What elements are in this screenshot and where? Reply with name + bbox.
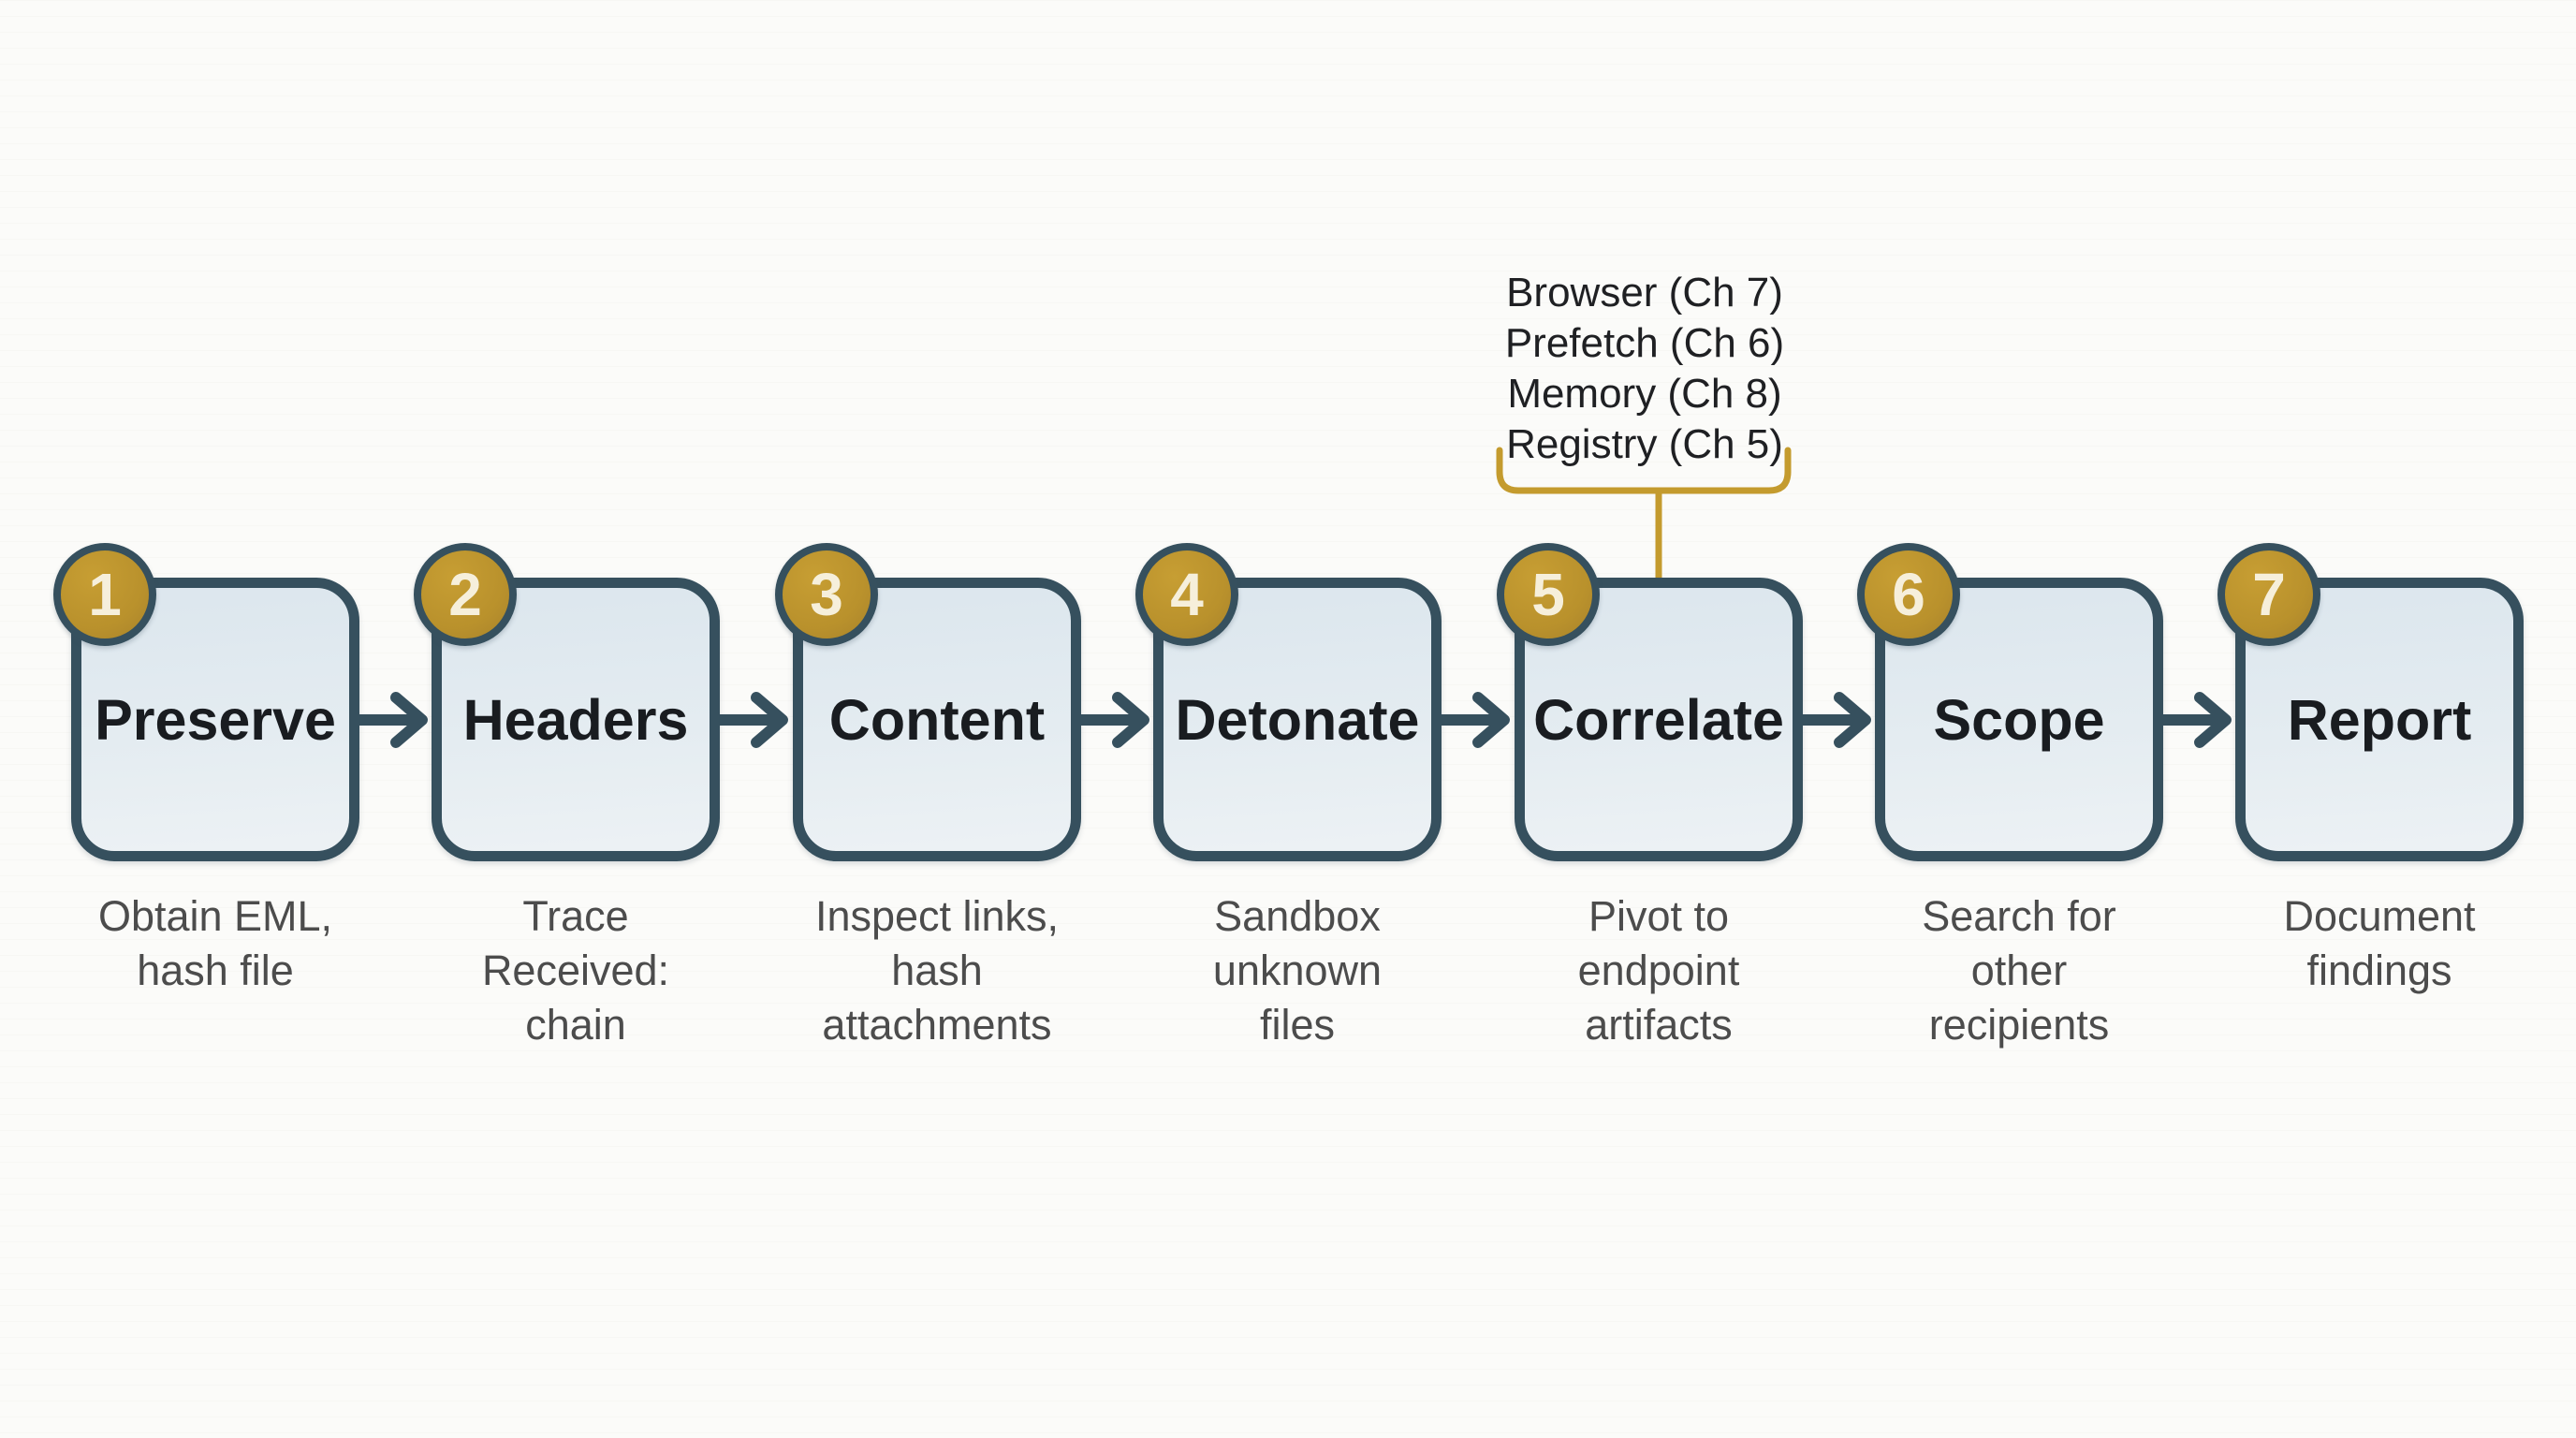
flow-arrow-icon — [359, 692, 428, 748]
step-label: Scope — [1933, 687, 2105, 752]
step-detail: Obtain EML, hash file — [97, 892, 333, 994]
flow-arrow-icon — [1802, 692, 1871, 748]
step-detail: Search for other recipients — [1922, 892, 2116, 1049]
flow-arrow-icon — [719, 692, 788, 748]
step-detail: Inspect links, hash attachments — [814, 892, 1060, 1049]
annotation-line: Memory (Ch 8) — [1507, 371, 1782, 417]
annotation-line: Registry (Ch 5) — [1506, 421, 1783, 467]
step-detonate: Detonate 4 Sandbox unknown files — [1135, 543, 1442, 1049]
step-scope: Scope 6 Search for other recipients — [1857, 543, 2163, 1049]
step-box: Scope 6 — [1857, 543, 2163, 861]
step-detail: Pivot to endpoint artifacts — [1577, 892, 1740, 1049]
step-box: Headers 2 — [414, 543, 720, 861]
step-number: 1 — [88, 561, 122, 628]
flow-arrow-icon — [2162, 692, 2232, 748]
step-box: Detonate 4 — [1135, 543, 1442, 861]
step-label: Detonate — [1175, 687, 1420, 752]
step-number: 4 — [1170, 561, 1204, 628]
step-preserve: Preserve 1 Obtain EML, hash file — [53, 543, 359, 994]
step-report: Report 7 Document findings — [2217, 543, 2524, 994]
step-content: Content 3 Inspect links, hash attachment… — [775, 543, 1081, 1049]
annotation-bracket — [1496, 447, 1792, 580]
flow-arrow-icon — [1080, 692, 1149, 748]
step-number-badge: 6 — [1857, 543, 1960, 646]
step-label: Headers — [462, 687, 689, 752]
step-box: Content 3 — [775, 543, 1081, 861]
step-headers: Headers 2 Trace Received: chain — [414, 543, 720, 1049]
step-box: Correlate 5 — [1497, 543, 1803, 861]
step-number: 3 — [810, 561, 843, 628]
step-detail: Trace Received: chain — [481, 892, 670, 1049]
step-number-badge: 3 — [775, 543, 878, 646]
step-number: 5 — [1531, 561, 1565, 628]
correlate-annotation: Browser (Ch 7) Prefetch (Ch 6) Memory (C… — [1481, 268, 1808, 470]
step-detail: Document findings — [2283, 892, 2476, 994]
step-number: 2 — [448, 561, 482, 628]
step-label: Correlate — [1533, 687, 1784, 752]
step-number-badge: 5 — [1497, 543, 1600, 646]
annotation-line: Browser (Ch 7) — [1506, 270, 1783, 315]
step-box: Report 7 — [2217, 543, 2524, 861]
step-number-badge: 7 — [2217, 543, 2320, 646]
step-number-badge: 2 — [414, 543, 517, 646]
annotation-line: Prefetch (Ch 6) — [1504, 320, 1785, 366]
step-label: Content — [828, 687, 1046, 752]
step-correlate: Correlate 5 Pivot to endpoint artifacts — [1497, 543, 1803, 1049]
step-box: Preserve 1 — [53, 543, 359, 861]
step-detail: Sandbox unknown files — [1212, 892, 1383, 1049]
step-label: Preserve — [95, 687, 336, 752]
flow-arrow-icon — [1441, 692, 1510, 748]
step-number: 6 — [1892, 561, 1925, 628]
step-number-badge: 4 — [1135, 543, 1238, 646]
step-number-badge: 1 — [53, 543, 156, 646]
step-number: 7 — [2252, 561, 2286, 628]
step-label: Report — [2287, 687, 2472, 752]
